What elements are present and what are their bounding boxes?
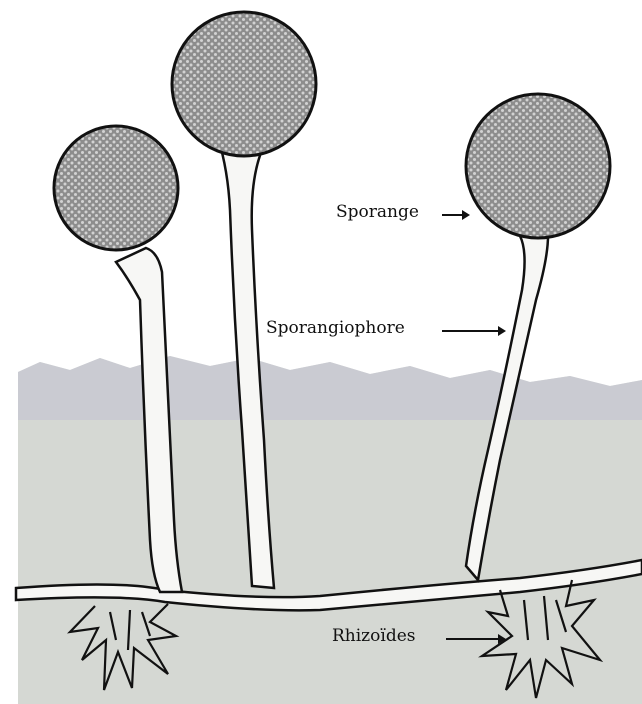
sporangium-middle (172, 12, 316, 156)
label-sporangiophore: Sporangiophore (266, 318, 405, 338)
label-sporange: Sporange (336, 202, 419, 222)
label-rhizoides: Rhizoïdes (332, 626, 415, 646)
arrow-sporangiophore (440, 324, 508, 338)
substrate-edge (18, 356, 642, 420)
arrow-sporange (440, 208, 470, 222)
sporangium-right (466, 94, 610, 238)
arrow-rhizoides (444, 632, 508, 646)
sporangium-left (54, 126, 178, 250)
